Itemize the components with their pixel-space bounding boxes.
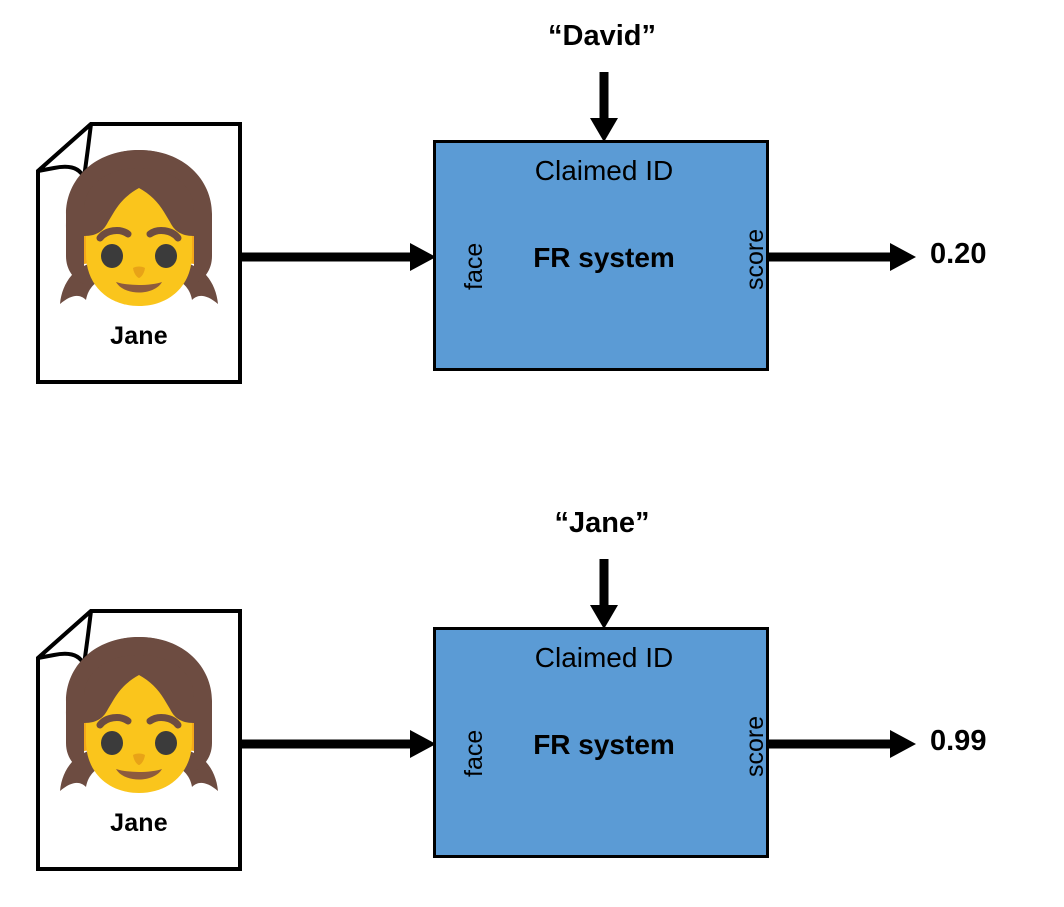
id-document-card: Jane: [36, 122, 242, 384]
id-document-card: Jane: [36, 609, 242, 871]
fr-system-box: Claimed ID face FR system score: [433, 140, 769, 371]
score-value: 0.20: [930, 238, 987, 270]
claimed-id-text: “Jane”: [554, 507, 650, 539]
fr-claimed-id-label: Claimed ID: [534, 642, 674, 673]
claimed-id-text: “David”: [548, 20, 656, 52]
fr-right-port-label-score: score: [741, 715, 769, 777]
fr-system-title: FR system: [533, 242, 675, 273]
girl-emoji: [54, 631, 224, 809]
fr-system-box: Claimed ID face FR system score: [433, 627, 769, 858]
claimed-id-arrow: [588, 72, 620, 144]
pipeline-row-top: Jane “David” Claimed ID face FR system s…: [0, 0, 1064, 420]
face-input-arrow: [238, 728, 438, 760]
claimed-id-arrow: [588, 559, 620, 631]
fr-right-port-label-score: score: [741, 228, 769, 290]
id-card-name-label: Jane: [110, 809, 168, 837]
pipeline-row-bottom: Jane “Jane” Claimed ID face FR system sc…: [0, 487, 1064, 907]
face-input-arrow: [238, 241, 438, 273]
score-value: 0.99: [930, 725, 987, 757]
fr-claimed-id-label: Claimed ID: [534, 155, 674, 186]
girl-emoji: [54, 144, 224, 322]
score-output-arrow: [768, 728, 918, 760]
fr-system-title: FR system: [533, 729, 675, 760]
id-card-name-label: Jane: [110, 322, 168, 350]
score-output-arrow: [768, 241, 918, 273]
